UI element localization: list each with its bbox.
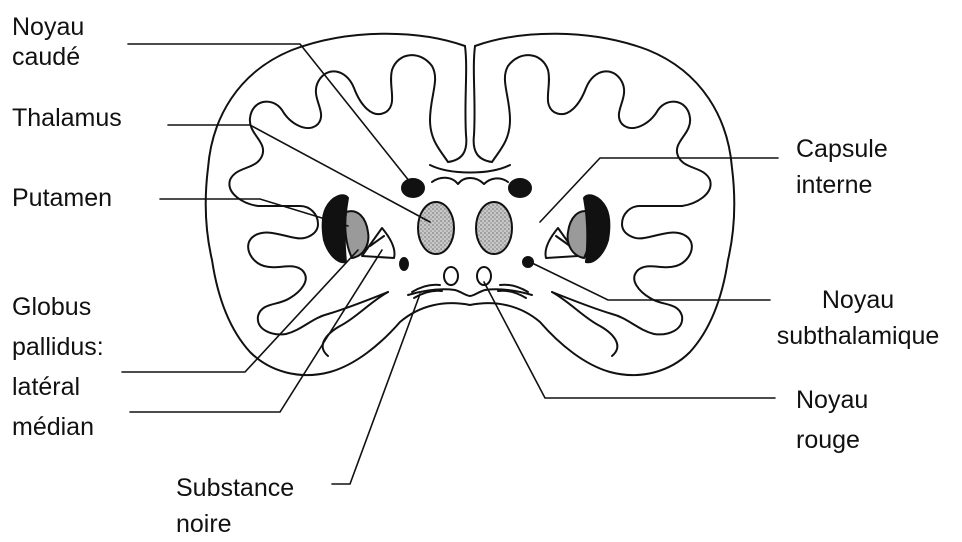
label-noyau-subthalamique-line1: Noyau: [768, 282, 948, 318]
label-thalamus: Thalamus: [12, 103, 122, 133]
label-capsule-interne-line2: interne: [796, 167, 888, 203]
claustrum-right: [584, 195, 609, 262]
thalamus-left: [418, 202, 454, 254]
label-putamen-line1: Putamen: [12, 183, 112, 213]
thalamus-right: [476, 202, 512, 254]
label-globus-line4: médian: [12, 407, 104, 447]
leader-noyau-subthalamique: [530, 262, 770, 300]
label-noyau-rouge: Noyau rouge: [796, 380, 868, 460]
caudate-left: [402, 179, 424, 197]
label-capsule-interne: Capsule interne: [796, 131, 888, 203]
label-substance-noire-line2: noire: [176, 506, 294, 542]
leader-capsule-interne: [540, 158, 778, 222]
label-putamen: Putamen: [12, 183, 112, 213]
brain-outline: [206, 34, 735, 375]
label-globus-line3: latéral: [12, 367, 104, 407]
label-globus-pallidus: Globus pallidus: latéral médian: [12, 287, 104, 447]
label-noyau-caude-line2: caudé: [12, 42, 84, 72]
leader-lateral: [122, 250, 358, 372]
leader-putamen: [160, 199, 348, 226]
subthalamic-left: [400, 258, 408, 270]
label-noyau-rouge-line2: rouge: [796, 420, 868, 460]
interhemispheric-fissure: [448, 46, 466, 162]
leader-median: [130, 250, 382, 412]
lateral-ventricles: [432, 178, 508, 184]
label-noyau-caude-line1: Noyau: [12, 12, 84, 42]
label-globus-line1: Globus: [12, 287, 104, 327]
label-noyau-subthalamique-line2: subthalamique: [768, 318, 948, 354]
corpus-callosum: [430, 165, 510, 173]
claustrum-left: [323, 195, 348, 262]
label-substance-noire: Substance noire: [176, 470, 294, 542]
leader-noyau-caude: [128, 44, 410, 182]
label-noyau-subthalamique: Noyau subthalamique: [768, 282, 948, 354]
red-nucleus-left: [444, 267, 458, 285]
label-capsule-interne-line1: Capsule: [796, 131, 888, 167]
caudate-right: [509, 179, 531, 197]
label-thalamus-line1: Thalamus: [12, 103, 122, 133]
label-noyau-caude: Noyau caudé: [12, 12, 84, 72]
label-noyau-rouge-line1: Noyau: [796, 380, 868, 420]
label-substance-noire-line1: Substance: [176, 470, 294, 506]
label-globus-line2: pallidus:: [12, 327, 104, 367]
